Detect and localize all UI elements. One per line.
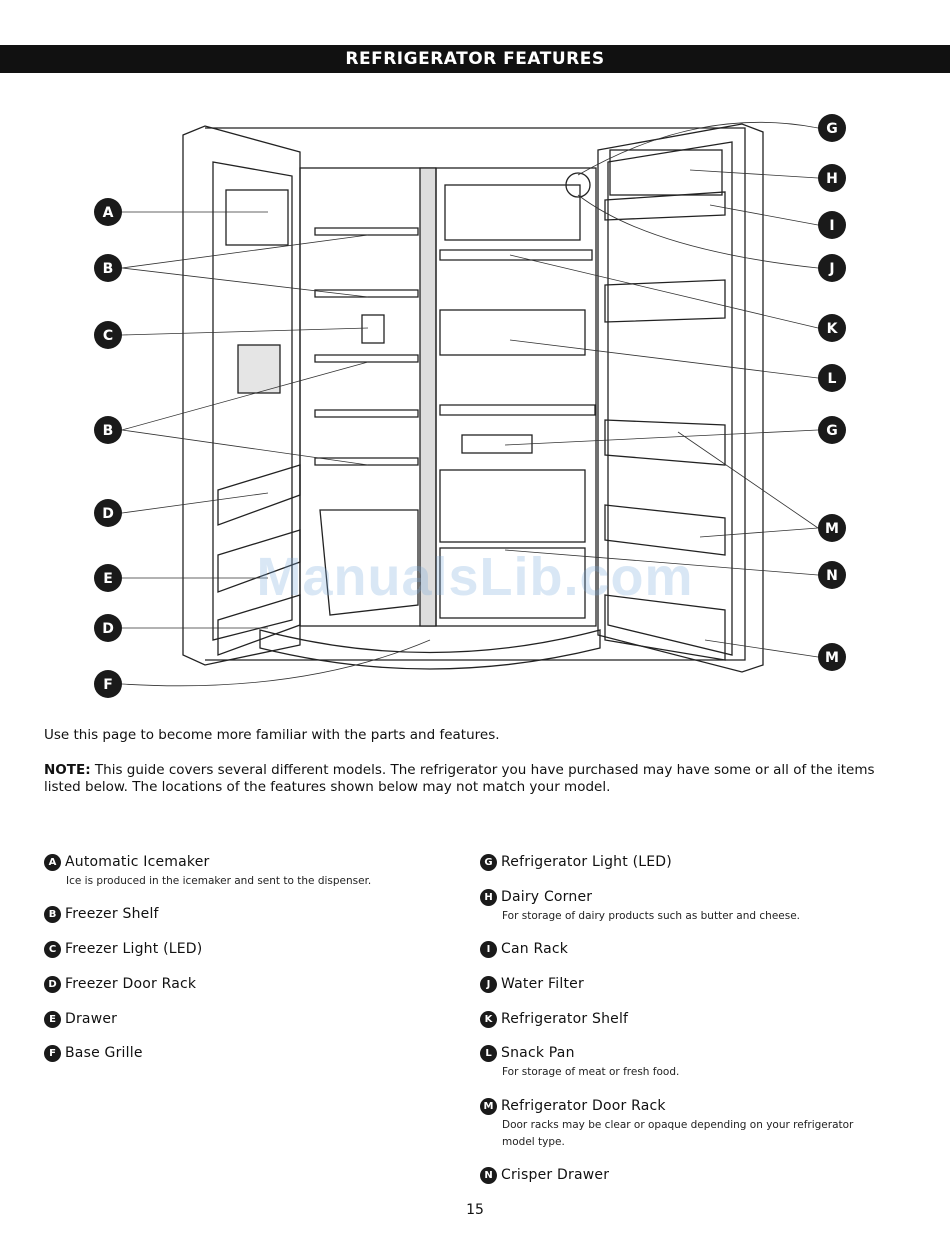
feature-name: Water Filter bbox=[501, 976, 584, 992]
refrigerator-door bbox=[597, 123, 764, 673]
callout-label: H bbox=[826, 171, 838, 187]
feature-badge: N bbox=[480, 1166, 497, 1184]
callout-label: N bbox=[826, 568, 838, 584]
callout-label: D bbox=[102, 506, 114, 522]
feature-name: Freezer Light (LED) bbox=[65, 941, 203, 957]
feature-badge: L bbox=[480, 1044, 497, 1062]
feature-badge: H bbox=[480, 888, 497, 906]
callout-label: B bbox=[103, 261, 114, 277]
freezer-basket bbox=[319, 509, 419, 616]
callout-label: D bbox=[102, 621, 114, 637]
refrigerator-diagram: A B C B D E D F G H I J K L G M N M bbox=[94, 114, 846, 698]
feature-desc: Door racks may be clear or opaque depend… bbox=[502, 1119, 854, 1148]
feature-name: Refrigerator Light (LED) bbox=[501, 854, 672, 870]
feature-badge: C bbox=[44, 940, 61, 958]
feature-name: Refrigerator Door Rack bbox=[501, 1098, 666, 1114]
note: NOTE: This guide covers several differen… bbox=[44, 762, 904, 796]
icemaker bbox=[225, 189, 289, 246]
callout-label: A bbox=[103, 205, 114, 221]
feature-desc: Ice is produced in the icemaker and sent… bbox=[66, 875, 372, 887]
feature-badge: K bbox=[480, 1010, 497, 1028]
callout-label: I bbox=[829, 218, 834, 234]
cabinet bbox=[205, 127, 746, 661]
freezer-door bbox=[182, 125, 301, 666]
feature-badge: B bbox=[44, 905, 61, 923]
callout-label: J bbox=[828, 261, 834, 277]
callout-label: B bbox=[103, 423, 114, 439]
base-grille bbox=[259, 629, 601, 670]
callout-label: F bbox=[103, 677, 113, 693]
feature-name: Dairy Corner bbox=[501, 889, 593, 905]
right-callouts bbox=[818, 114, 846, 671]
feature-name: Can Rack bbox=[501, 941, 569, 957]
feature-name: Base Grille bbox=[65, 1045, 143, 1061]
callout-label: G bbox=[826, 121, 838, 137]
feature-name: Snack Pan bbox=[501, 1045, 575, 1061]
feature-badge: D bbox=[44, 975, 61, 993]
callout-label: C bbox=[103, 328, 113, 344]
feature-badge: E bbox=[44, 1010, 61, 1028]
left-callouts bbox=[94, 198, 122, 698]
feature-badge: I bbox=[480, 940, 497, 958]
note-label: NOTE: bbox=[44, 762, 91, 778]
page-number: 15 bbox=[466, 1202, 484, 1218]
feature-name: Refrigerator Shelf bbox=[501, 1011, 629, 1027]
feature-badge: A bbox=[44, 853, 61, 871]
callout-label: M bbox=[825, 521, 839, 537]
page-title-banner: REFRIGERATOR FEATURES bbox=[0, 45, 950, 73]
feature-badge: J bbox=[480, 975, 497, 993]
feature-name: Freezer Door Rack bbox=[65, 976, 197, 992]
page-title: REFRIGERATOR FEATURES bbox=[345, 49, 605, 69]
water-filter bbox=[565, 172, 591, 198]
feature-name: Crisper Drawer bbox=[501, 1167, 610, 1183]
feature-name: Automatic Icemaker bbox=[65, 854, 210, 870]
callout-label: G bbox=[826, 423, 838, 439]
feature-badge: M bbox=[480, 1097, 497, 1115]
note-text: This guide covers several different mode… bbox=[44, 762, 875, 795]
intro-text: Use this page to become more familiar wi… bbox=[44, 727, 500, 743]
feature-badge: F bbox=[44, 1044, 61, 1062]
feature-badge: G bbox=[480, 853, 497, 871]
feature-name: Drawer bbox=[65, 1011, 118, 1027]
feature-name: Freezer Shelf bbox=[65, 906, 159, 922]
feature-desc: For storage of meat or fresh food. bbox=[502, 1066, 680, 1078]
callout-label: E bbox=[103, 571, 113, 587]
callout-label: L bbox=[828, 371, 837, 387]
callout-label: K bbox=[827, 321, 839, 337]
feature-desc: For storage of dairy products such as bu… bbox=[502, 910, 801, 922]
callout-label: M bbox=[825, 650, 839, 666]
freezer-light bbox=[361, 314, 385, 344]
